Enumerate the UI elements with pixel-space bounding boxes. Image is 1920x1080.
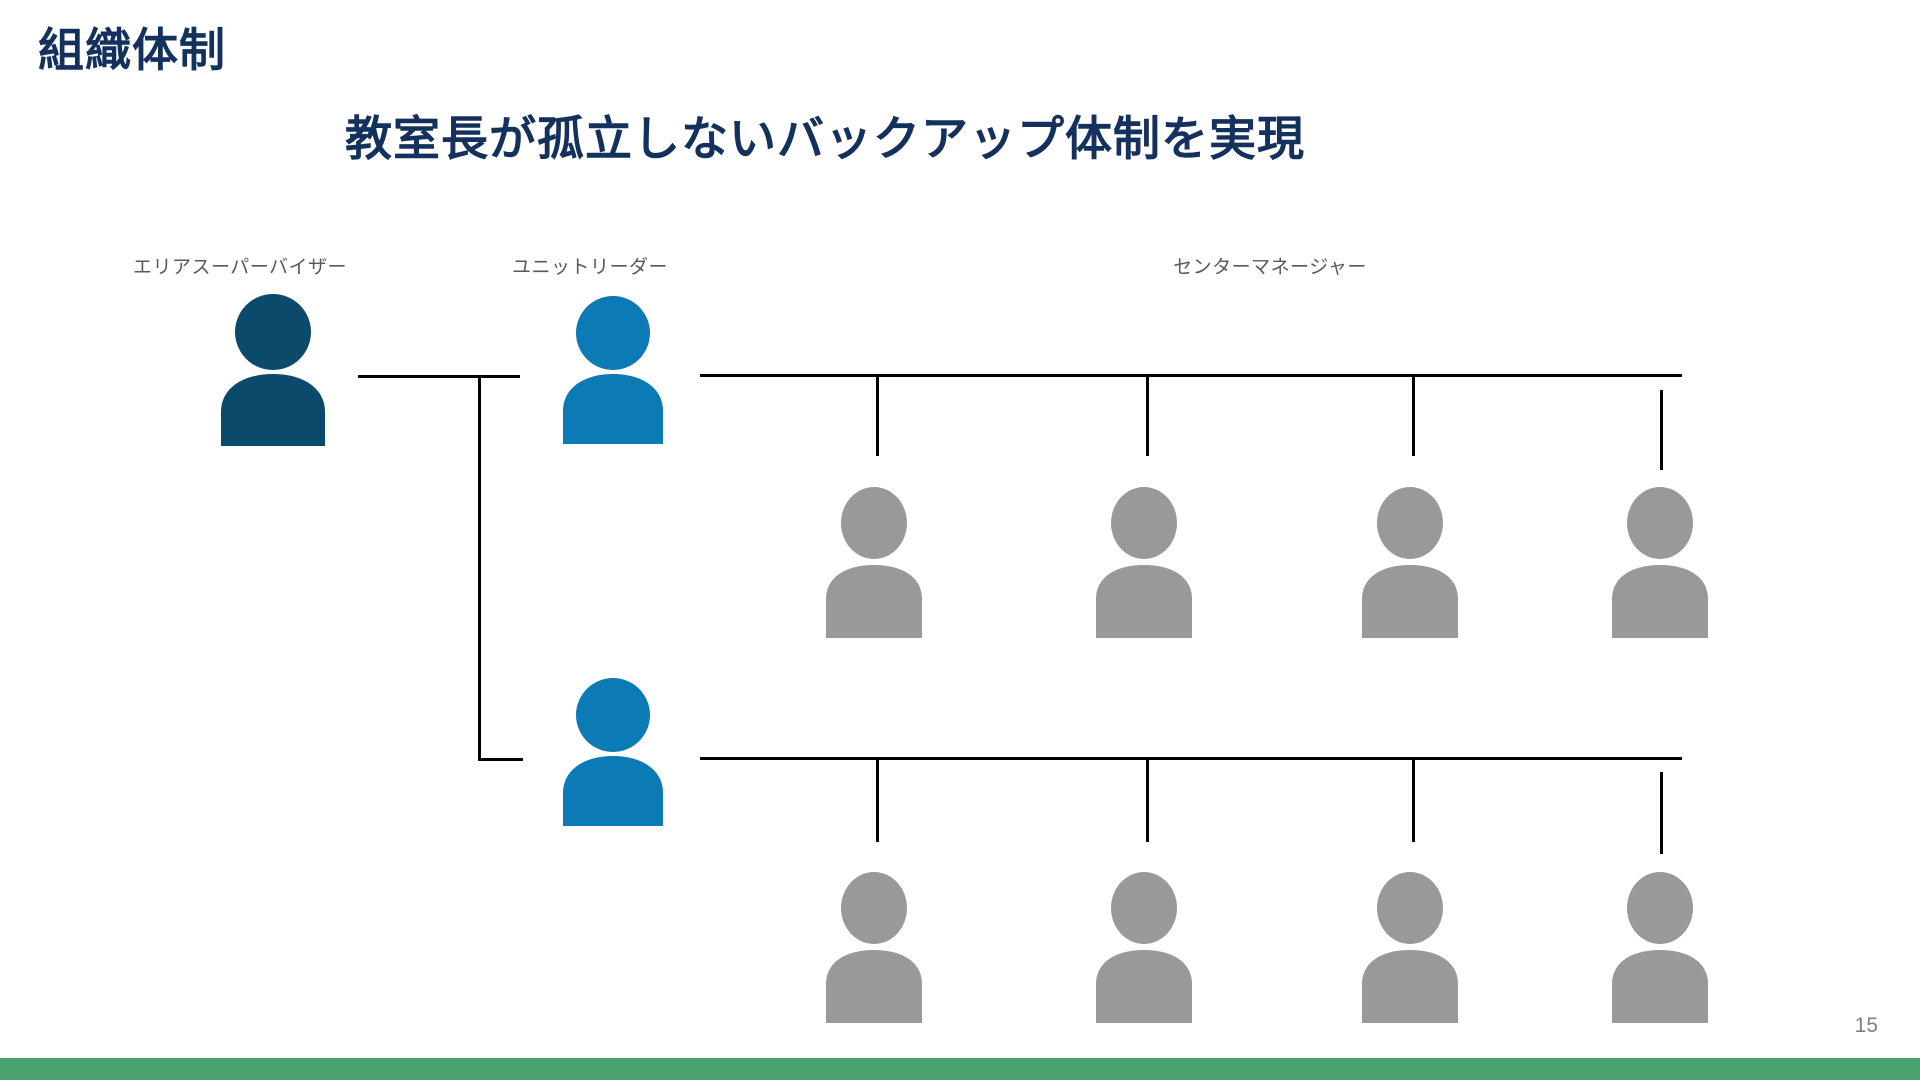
person-icon-center-manager-1 bbox=[818, 487, 930, 638]
connector-drop-lower-1 bbox=[876, 757, 879, 842]
person-icon-unit-leader-2 bbox=[555, 678, 671, 826]
person-icon-center-manager-4 bbox=[1604, 487, 1716, 638]
person-icon-center-manager-8 bbox=[1604, 872, 1716, 1023]
connector-drop-upper-4 bbox=[1660, 390, 1663, 470]
connector-drop-lower-4 bbox=[1660, 772, 1663, 854]
column-label-center-manager: センターマネージャー bbox=[1173, 257, 1367, 278]
connector-bracket-trunk bbox=[478, 375, 481, 761]
connector-drop-upper-2 bbox=[1146, 374, 1149, 456]
person-icon-center-manager-2 bbox=[1088, 487, 1200, 638]
person-icon-center-manager-5 bbox=[818, 872, 930, 1023]
footer-accent-bar bbox=[0, 1058, 1920, 1080]
connector-drop-upper-1 bbox=[876, 374, 879, 456]
page-title: 組織体制 bbox=[38, 24, 226, 76]
column-label-area-supervisor: エリアスーパーバイザー bbox=[132, 257, 348, 278]
connector-bracket-to-unit-leader-2 bbox=[478, 758, 523, 761]
person-icon-center-manager-6 bbox=[1088, 872, 1200, 1023]
person-icon-unit-leader-1 bbox=[555, 296, 671, 444]
connector-supervisor-to-bracket bbox=[358, 375, 520, 378]
connector-drop-lower-3 bbox=[1412, 757, 1415, 842]
connector-drop-lower-2 bbox=[1146, 757, 1149, 842]
person-icon-center-manager-7 bbox=[1354, 872, 1466, 1023]
page-number: 15 bbox=[1854, 1014, 1878, 1037]
person-icon-area-supervisor bbox=[213, 294, 333, 446]
column-label-unit-leader: ユニットリーダー bbox=[511, 257, 668, 278]
person-icon-center-manager-3 bbox=[1354, 487, 1466, 638]
connector-bus-lower bbox=[700, 757, 1682, 760]
connector-bus-upper bbox=[700, 374, 1682, 377]
slide-subtitle: 教室長が孤立しないバックアップ体制を実現 bbox=[345, 112, 1305, 165]
connector-drop-upper-3 bbox=[1412, 374, 1415, 456]
